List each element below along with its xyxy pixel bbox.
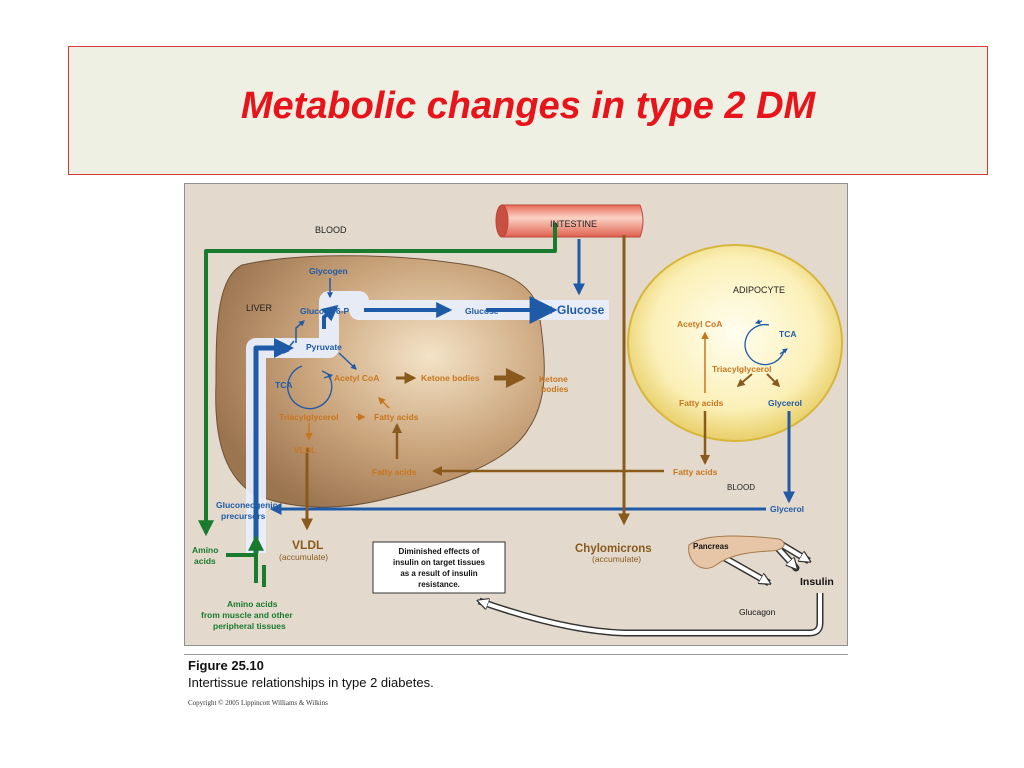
label-gluconeogenic-1: Gluconeogenic [216,500,278,510]
label-ketone-out-2: bodies [541,384,569,394]
label-blood-top: BLOOD [315,225,347,235]
label-chylo-sub: (accumulate) [592,554,641,564]
label-amino-2: acids [194,556,216,566]
label-insulin: Insulin [800,576,834,588]
label-glucose-big: Glucose [557,303,605,317]
label-triacylglycerol-liver: Triacylglycerol [279,412,339,422]
label-glucose6p: Glucose 6-P [300,306,349,316]
label-tca-liver: TCA [275,380,292,390]
label-muscle-2: from muscle and other [201,610,293,620]
label-fattyacids-in: Fatty acids [372,467,417,477]
note-line-3: as a result of insulin [400,569,477,578]
label-vldl-inner: VLDL [294,445,316,455]
label-intestine: INTESTINE [550,219,597,229]
label-pancreas: Pancreas [693,542,729,551]
label-blood-adipo: BLOOD [727,483,755,492]
caption-rule [184,654,848,655]
label-ketone-bodies: Ketone bodies [421,373,480,383]
label-acetylcoa-adipo: Acetyl CoA [677,319,722,329]
label-acetylcoa-liver: Acetyl CoA [334,373,379,383]
title-box: Metabolic changes in type 2 DM [68,46,988,175]
gluconeogenesis-path [253,338,294,553]
caption-number: Figure 25.10 [188,658,264,673]
label-adipocyte: ADIPOCYTE [733,285,785,295]
label-muscle-1: Amino acids [227,599,278,609]
pancreas [688,535,785,569]
label-ketone-out-1: Ketone [539,374,568,384]
copyright-text: Copyright © 2005 Lippincott Williams & W… [188,699,328,707]
label-triacylglycerol-adipo: Triacylglycerol [712,364,772,374]
label-chylomicrons: Chylomicrons [575,543,652,555]
note-box [372,541,506,594]
label-muscle-3: peripheral tissues [213,621,286,631]
label-gluconeogenic-2: precursors [221,511,266,521]
label-amino-1: Amino [192,545,218,555]
label-vldl: VLDL [292,538,323,552]
note-line-2: insulin on target tissues [393,558,486,567]
label-glucose-small: Glucose [465,306,499,316]
label-tca-adipo: TCA [779,329,796,339]
label-fattyacids-blood: Fatty acids [673,467,718,477]
label-glycerol-blood: Glycerol [770,504,804,514]
note-line-1: Diminished effects of [399,547,480,556]
label-fattyacids-adipo: Fatty acids [679,398,724,408]
note-line-4: resistance. [418,580,460,589]
label-glucagon: Glucagon [739,607,776,617]
label-glycogen: Glycogen [309,266,348,276]
label-liver: LIVER [246,303,273,313]
label-glycerol-adipo: Glycerol [768,398,802,408]
label-pyruvate: Pyruvate [306,342,342,352]
label-vldl-sub: (accumulate) [279,552,328,562]
metabolism-figure: BLOOD INTESTINE LIVER ADIPOCYTE BLOOD Gl… [184,183,848,646]
caption-text: Intertissue relationships in type 2 diab… [188,675,434,690]
label-fattyacids-liver: Fatty acids [374,412,419,422]
slide-title: Metabolic changes in type 2 DM [240,85,816,127]
adipocyte-cell [627,244,843,442]
